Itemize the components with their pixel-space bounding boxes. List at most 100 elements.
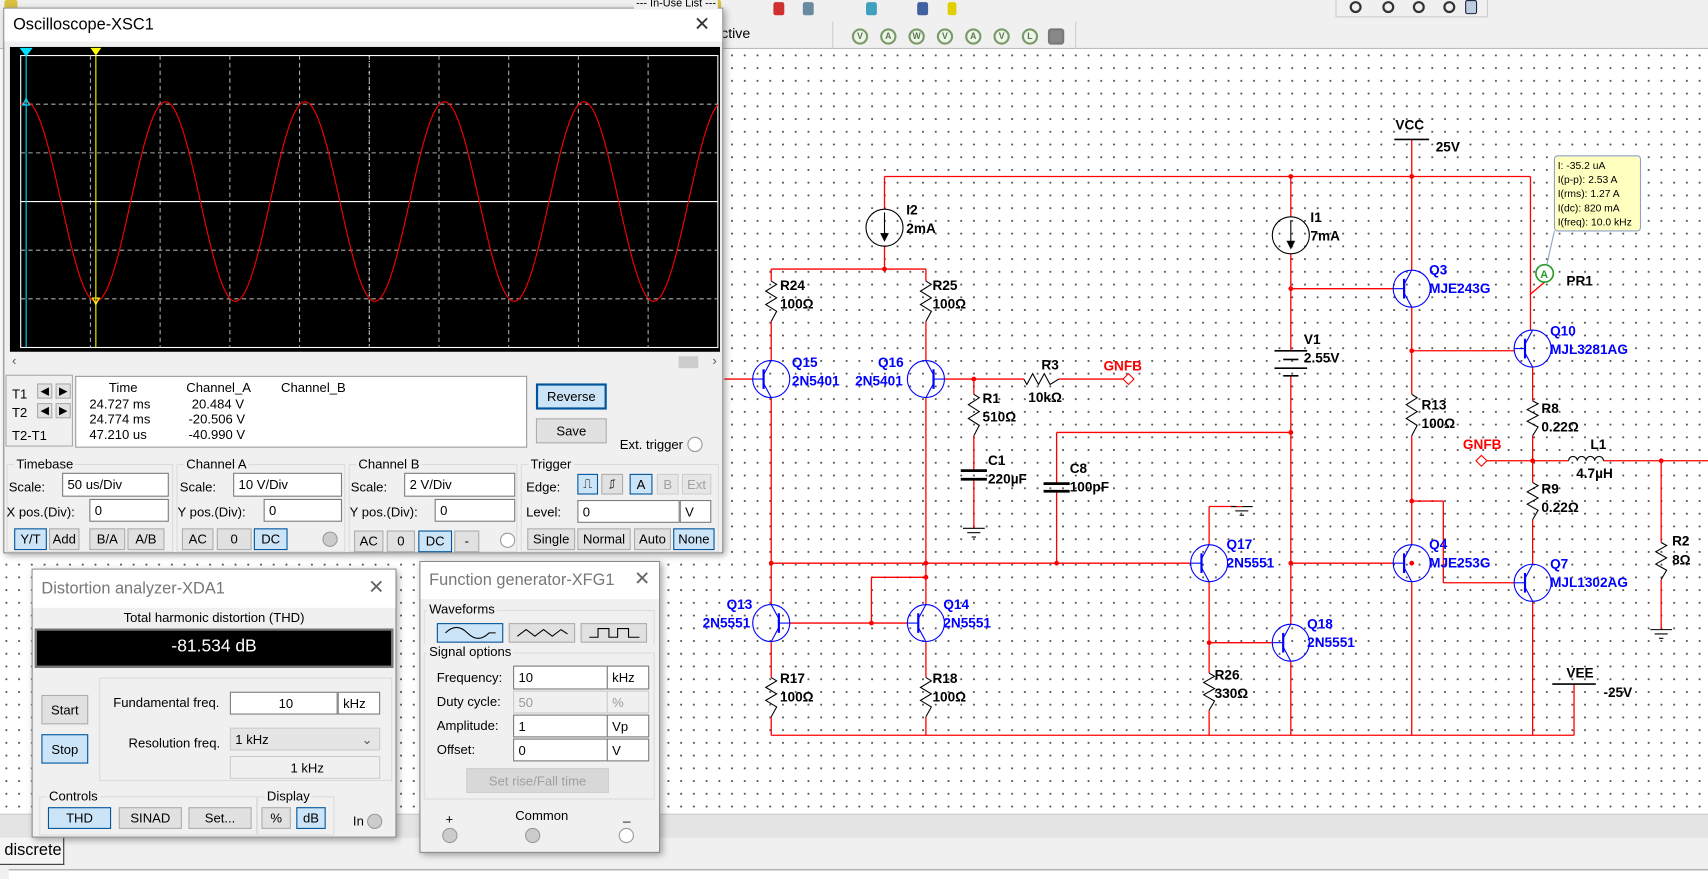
frequency-unit[interactable]: kHz bbox=[606, 665, 650, 690]
minus-terminal[interactable] bbox=[618, 827, 634, 844]
channel-a-zero-button[interactable]: 0 bbox=[216, 528, 252, 551]
component-value-q10: MJL3281AG bbox=[1550, 342, 1628, 357]
normal-button[interactable]: Normal bbox=[577, 528, 631, 551]
start-button[interactable]: Start bbox=[41, 694, 89, 725]
junction-dot bbox=[1409, 560, 1415, 566]
help-icon[interactable] bbox=[947, 2, 957, 16]
fundamental-freq-unit[interactable]: kHz bbox=[337, 691, 381, 715]
set-button[interactable]: Set... bbox=[188, 807, 252, 829]
t1-left-arrow-icon[interactable]: ◀ bbox=[37, 383, 53, 399]
scroll-right-icon[interactable]: › bbox=[712, 352, 717, 369]
power-probe-icon[interactable]: W bbox=[908, 28, 925, 45]
trigger-source-b-button[interactable]: B bbox=[656, 473, 679, 495]
resolution-freq-select[interactable]: 1 kHz⌄ bbox=[229, 727, 381, 751]
trigger-source-ext-button[interactable]: Ext bbox=[681, 473, 712, 495]
none-button[interactable]: None bbox=[673, 528, 715, 551]
scroll-thumb[interactable] bbox=[678, 356, 699, 369]
duty-cycle-input[interactable]: 50 bbox=[513, 690, 608, 714]
controls-group: Controls bbox=[39, 788, 258, 836]
stop-button[interactable]: Stop bbox=[41, 734, 89, 764]
channel-b-minus-button[interactable]: - bbox=[454, 530, 480, 553]
db-button[interactable]: dB bbox=[296, 807, 326, 829]
offset-input[interactable]: 0 bbox=[513, 738, 608, 762]
probe-settings-gear-icon[interactable] bbox=[1047, 28, 1065, 45]
check-icon[interactable] bbox=[773, 2, 785, 16]
rising-edge-button[interactable]: ⎍ bbox=[577, 473, 599, 495]
amplitude-unit[interactable]: Vp bbox=[606, 714, 650, 738]
t2-left-arrow-icon[interactable]: ◀ bbox=[37, 403, 53, 419]
trigger-source-a-button[interactable]: A bbox=[629, 473, 653, 495]
voltage-probe-icon[interactable]: V bbox=[851, 28, 869, 45]
ext-trigger-terminal[interactable] bbox=[687, 436, 703, 453]
a-over-b-button[interactable]: A/B bbox=[127, 528, 165, 551]
channel-b-terminal[interactable] bbox=[499, 532, 516, 548]
square-wave-button[interactable] bbox=[580, 623, 648, 643]
junction-dot bbox=[1409, 174, 1415, 179]
channel-b-ypos-input[interactable]: 0 bbox=[434, 498, 516, 522]
input-terminal[interactable] bbox=[367, 813, 383, 829]
toolbar-icon[interactable] bbox=[865, 2, 877, 16]
common-terminal[interactable] bbox=[525, 827, 541, 844]
design-tab-label[interactable]: ctive bbox=[721, 25, 751, 42]
plus-terminal[interactable] bbox=[442, 827, 458, 844]
toolbar-icon[interactable] bbox=[802, 2, 814, 16]
tab-discrete[interactable]: discrete bbox=[0, 837, 65, 865]
percent-button[interactable]: % bbox=[261, 807, 291, 829]
trigger-level-input[interactable]: 0 bbox=[577, 499, 680, 523]
junction-dot bbox=[1288, 174, 1294, 179]
zoom-area-icon[interactable] bbox=[1349, 1, 1362, 14]
single-button[interactable]: Single bbox=[527, 528, 576, 551]
scope-scrollbar[interactable]: ‹ › bbox=[6, 352, 722, 370]
search-icon[interactable] bbox=[917, 2, 929, 16]
offset-unit[interactable]: V bbox=[606, 738, 650, 762]
sheet-icon[interactable] bbox=[1465, 0, 1478, 15]
channel-a-terminal[interactable] bbox=[322, 531, 338, 547]
set-rise-fall-time-button[interactable]: Set rise/Fall time bbox=[466, 767, 609, 794]
fundamental-freq-input[interactable]: 10 bbox=[229, 691, 338, 715]
amplitude-input[interactable]: 1 bbox=[513, 714, 608, 738]
channel-b-ac-button[interactable]: AC bbox=[354, 530, 384, 553]
save-button[interactable]: Save bbox=[535, 418, 607, 444]
timebase-scale-input[interactable]: 50 us/Div bbox=[62, 472, 169, 497]
close-icon[interactable]: ✕ bbox=[693, 13, 711, 35]
scroll-left-icon[interactable]: ‹ bbox=[11, 352, 17, 369]
xpos-input[interactable]: 0 bbox=[89, 498, 169, 522]
channel-b-scale-input[interactable]: 2 V/Div bbox=[404, 472, 516, 497]
resistor-symbol bbox=[1526, 482, 1540, 520]
add-button[interactable]: Add bbox=[49, 528, 80, 551]
channel-a-ac-button[interactable]: AC bbox=[181, 528, 214, 551]
auto-button[interactable]: Auto bbox=[633, 528, 672, 551]
sinad-button[interactable]: SINAD bbox=[118, 807, 182, 829]
in-use-list-dropdown[interactable]: --- In-Use List --- bbox=[633, 0, 719, 10]
yt-button[interactable]: Y/T bbox=[14, 528, 47, 551]
triangle-wave-button[interactable] bbox=[508, 623, 576, 643]
b-over-a-button[interactable]: B/A bbox=[89, 528, 126, 551]
common-terminal-label: Common bbox=[515, 808, 569, 824]
zoom-fit-icon[interactable] bbox=[1443, 1, 1456, 14]
t2-right-arrow-icon[interactable]: ▶ bbox=[55, 403, 71, 419]
close-icon[interactable]: ✕ bbox=[368, 576, 385, 599]
trigger-level-unit[interactable]: V bbox=[679, 499, 712, 523]
transistor-lead bbox=[1403, 269, 1413, 285]
current-clamp-probe-icon[interactable]: A bbox=[965, 28, 982, 45]
channel-b-zero-button[interactable]: 0 bbox=[386, 530, 416, 553]
t1-right-arrow-icon[interactable]: ▶ bbox=[55, 383, 71, 399]
falling-edge-button[interactable]: ⎎ bbox=[601, 473, 624, 495]
zoom-out-icon[interactable] bbox=[1412, 1, 1425, 14]
channel-a-ypos-input[interactable]: 0 bbox=[263, 498, 343, 522]
digital-probe-icon[interactable]: L bbox=[1021, 28, 1039, 45]
channel-a-dc-button[interactable]: DC bbox=[253, 528, 288, 551]
reference-probe-icon[interactable]: V bbox=[993, 28, 1010, 45]
channel-b-dc-button[interactable]: DC bbox=[418, 530, 453, 553]
reverse-button[interactable]: Reverse bbox=[535, 383, 607, 410]
thd-button[interactable]: THD bbox=[47, 807, 112, 829]
sine-wave-button[interactable] bbox=[436, 623, 504, 643]
component-ref-v1: V1 bbox=[1304, 332, 1321, 347]
zoom-in-icon[interactable] bbox=[1382, 1, 1395, 14]
close-icon[interactable]: ✕ bbox=[633, 567, 651, 590]
current-probe-icon[interactable]: A bbox=[880, 28, 897, 45]
oscilloscope-screen[interactable] bbox=[9, 46, 721, 352]
frequency-input[interactable]: 10 bbox=[513, 665, 608, 690]
diff-voltage-probe-icon[interactable]: V bbox=[936, 28, 954, 45]
channel-a-scale-input[interactable]: 10 V/Div bbox=[233, 472, 343, 497]
